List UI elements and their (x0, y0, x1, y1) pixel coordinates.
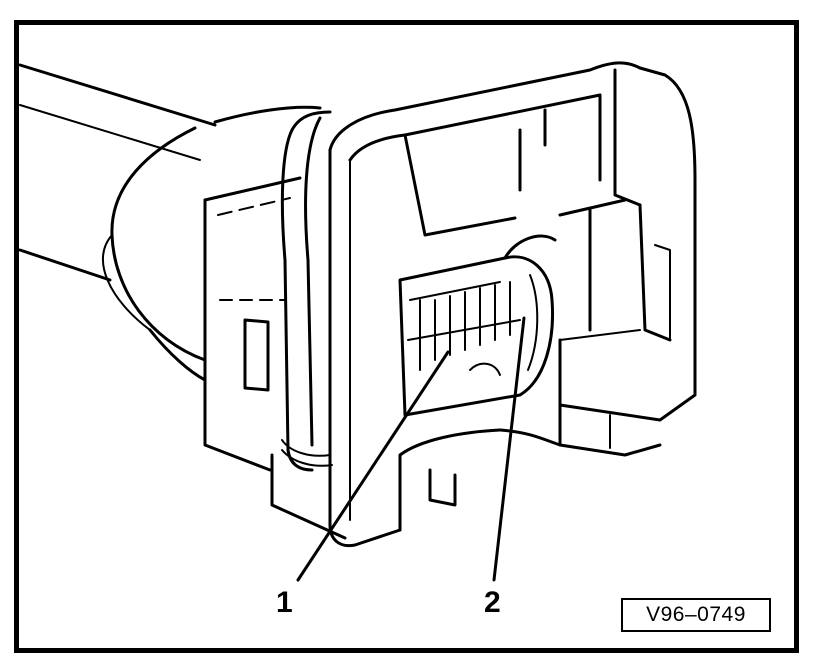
leader-line-2 (492, 316, 526, 582)
figure-code-label: V96–0749 (621, 598, 771, 632)
locking-clip (270, 110, 347, 540)
wire-cable (18, 63, 217, 282)
contact-cavity (398, 234, 557, 417)
callout-number-1: 1 (276, 586, 293, 619)
leader-line-1 (296, 350, 450, 582)
callout-leaders (296, 316, 526, 582)
figure-frame (14, 20, 799, 653)
connector-housing-front (328, 61, 697, 548)
rubber-boot (102, 105, 322, 382)
callout-number-2: 2 (484, 586, 501, 619)
